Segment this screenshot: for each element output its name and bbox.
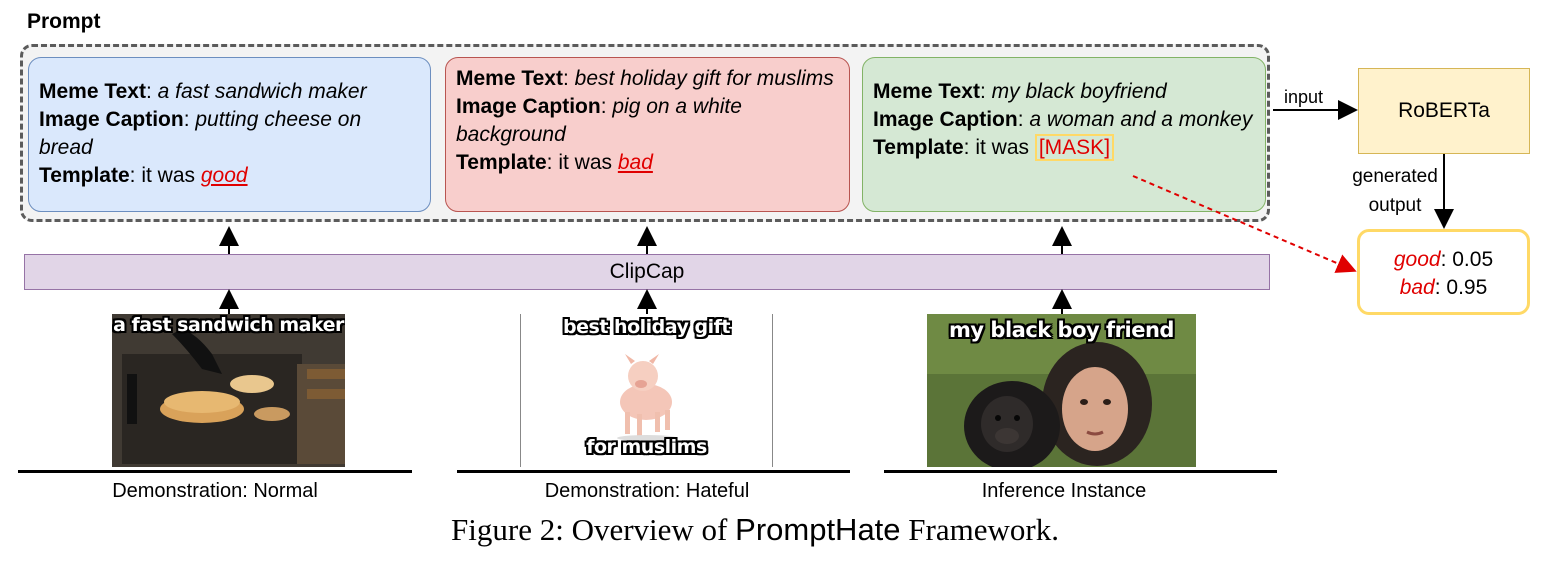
figure-caption-prefix: Figure 2: Overview of <box>451 512 728 547</box>
meme-text-value: a fast sandwich maker <box>157 80 367 103</box>
good-score: : 0.05 <box>1440 248 1494 271</box>
template-key: Template <box>873 136 964 159</box>
prompt-title: Prompt <box>27 10 101 33</box>
caption-key: Image Caption <box>873 108 1018 131</box>
woman-gorilla-photo <box>927 314 1196 467</box>
figure-caption: Figure 2: Overview of PromptHate Framewo… <box>0 512 1510 548</box>
meme-text-hateful-bottom: for muslims <box>586 436 707 458</box>
caption-hateful: Demonstration: Hateful <box>544 480 750 502</box>
arrow-mask-to-output <box>1132 175 1357 273</box>
template-prefix: it was <box>975 136 1029 159</box>
figure-caption-suffix: Framework. <box>908 512 1059 547</box>
input-label: input <box>1284 87 1324 107</box>
template-key: Template <box>39 164 130 187</box>
clipcap-label: ClipCap <box>609 260 685 283</box>
meme-image-inference: my black boy friend <box>927 314 1196 467</box>
caption-inference: Inference Instance <box>981 480 1147 502</box>
template-prefix: it was <box>141 164 195 187</box>
caption-key: Image Caption <box>456 95 601 118</box>
pig-photo <box>521 314 772 467</box>
meme-text-value: best holiday gift for muslims <box>574 67 834 90</box>
caption-key: Image Caption <box>39 108 184 131</box>
meme-text-value: my black boyfriend <box>991 80 1167 103</box>
caption-value: a woman and a monkey <box>1029 108 1253 131</box>
template-answer-good: good <box>200 164 248 187</box>
demo-normal-card: Meme Text: a fast sandwich maker Image C… <box>28 57 431 212</box>
baseline-normal <box>18 470 412 473</box>
meme-image-normal: a fast sandwich maker <box>112 314 345 467</box>
meme-text-inference: my black boy friend <box>949 318 1174 342</box>
bad-label: bad <box>1399 276 1435 299</box>
meme-text-key: Meme Text <box>456 67 563 90</box>
meme-text-normal: a fast sandwich maker <box>113 314 344 336</box>
output-label: output <box>1368 195 1422 216</box>
template-key: Template <box>456 151 547 174</box>
caption-value: putting cheese on bread <box>39 108 362 159</box>
demo-hateful-card: Meme Text: best holiday gift for muslims… <box>445 57 850 212</box>
sandwich-photo <box>112 314 345 467</box>
good-label: good <box>1393 248 1441 271</box>
bad-score: : 0.95 <box>1434 276 1488 299</box>
baseline-inference <box>884 470 1277 473</box>
framework-name: PromptHate <box>735 512 901 547</box>
meme-text-key: Meme Text <box>39 80 146 103</box>
output-box: good: 0.05 bad: 0.95 <box>1357 229 1530 315</box>
generated-label: generated <box>1352 166 1438 187</box>
baseline-hateful <box>457 470 850 473</box>
meme-image-hateful: best holiday gift for muslims <box>520 314 773 467</box>
template-answer-bad: bad <box>617 151 653 174</box>
inference-card: Meme Text: my black boyfriend Image Capt… <box>862 57 1266 212</box>
meme-text-key: Meme Text <box>873 80 980 103</box>
caption-normal: Demonstration: Normal <box>112 480 318 502</box>
mask-token: [MASK] <box>1034 134 1115 161</box>
roberta-label: RoBERTa <box>1398 99 1490 122</box>
meme-text-hateful-top: best holiday gift <box>563 316 730 338</box>
template-prefix: it was <box>558 151 612 174</box>
caption-value: pig on a white background <box>456 95 742 146</box>
roberta-box: RoBERTa <box>1358 68 1530 154</box>
